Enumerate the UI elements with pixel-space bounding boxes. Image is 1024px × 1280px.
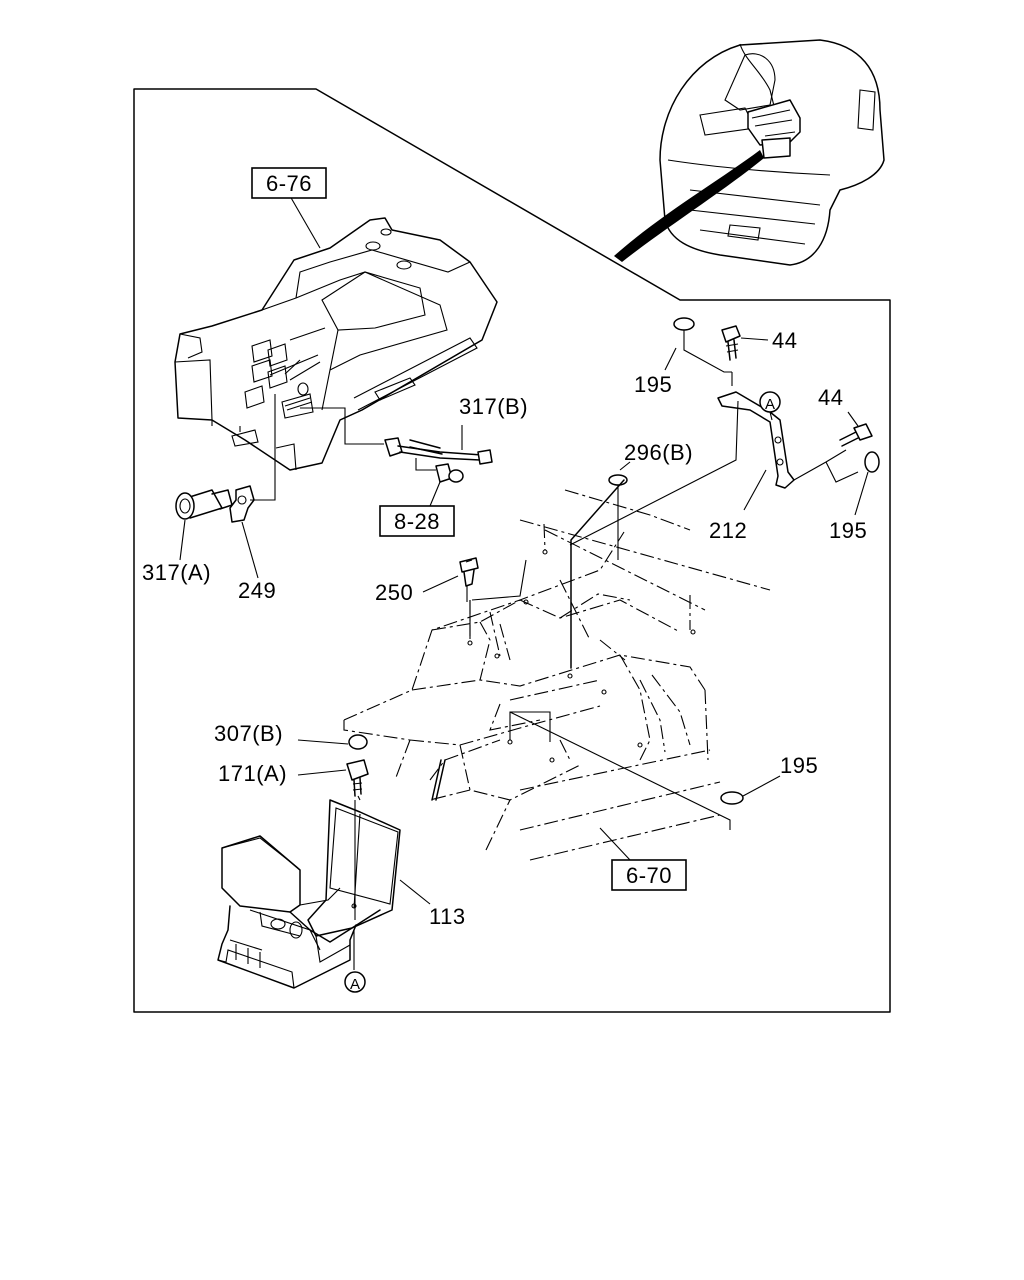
section-ref-label: 8-28: [394, 509, 440, 534]
bolt-44-top: [721, 325, 741, 361]
part-label-212: 212: [709, 518, 747, 543]
bracket-249: [229, 485, 255, 523]
section-ref-6-76: 6-76: [251, 167, 327, 199]
part-label-44: 44: [772, 328, 797, 353]
cab-overview-illustration: [614, 39, 885, 266]
part-label-171a: 171(A): [218, 761, 287, 786]
part-label-249: 249: [238, 578, 276, 603]
floor-panel-6-70: [343, 489, 771, 861]
part-label-44: 44: [818, 385, 843, 410]
section-ref-6-70: 6-70: [611, 859, 687, 891]
part-label-195: 195: [780, 753, 818, 778]
part-label-307b: 307(B): [214, 721, 283, 746]
bolt-44-right: [839, 423, 873, 447]
part-label-250: 250: [375, 580, 413, 605]
upper-console-assembly: [174, 217, 498, 471]
part-label-317b: 317(B): [459, 394, 528, 419]
grommet-195-top: [673, 317, 695, 331]
bolt-171a: [346, 759, 369, 797]
section-ref-label: 6-76: [266, 171, 312, 196]
bracket-212: [717, 391, 795, 489]
part-label-195: 195: [829, 518, 867, 543]
grommet-195-bottom: [720, 791, 744, 805]
switch-317a: [175, 489, 233, 520]
section-ref-label: 6-70: [626, 863, 672, 888]
part-label-113: 113: [429, 904, 466, 929]
screw-8-28: [415, 458, 464, 507]
cap-307b: [348, 734, 368, 750]
clip-250: [459, 557, 479, 587]
grommet-195-right: [864, 451, 880, 473]
part-label-296b: 296(B): [624, 440, 693, 465]
reference-marker-label: A: [350, 976, 360, 993]
part-label-317a: 317(A): [142, 560, 211, 585]
diagram-frame: [133, 88, 891, 1013]
part-label-195: 195: [634, 372, 672, 397]
reference-marker-a-bottom: [344, 971, 366, 993]
console-box-113: [217, 799, 401, 989]
harness-317b: [300, 407, 493, 465]
reference-marker-label: A: [765, 396, 775, 413]
section-ref-8-28: 8-28: [379, 505, 455, 537]
